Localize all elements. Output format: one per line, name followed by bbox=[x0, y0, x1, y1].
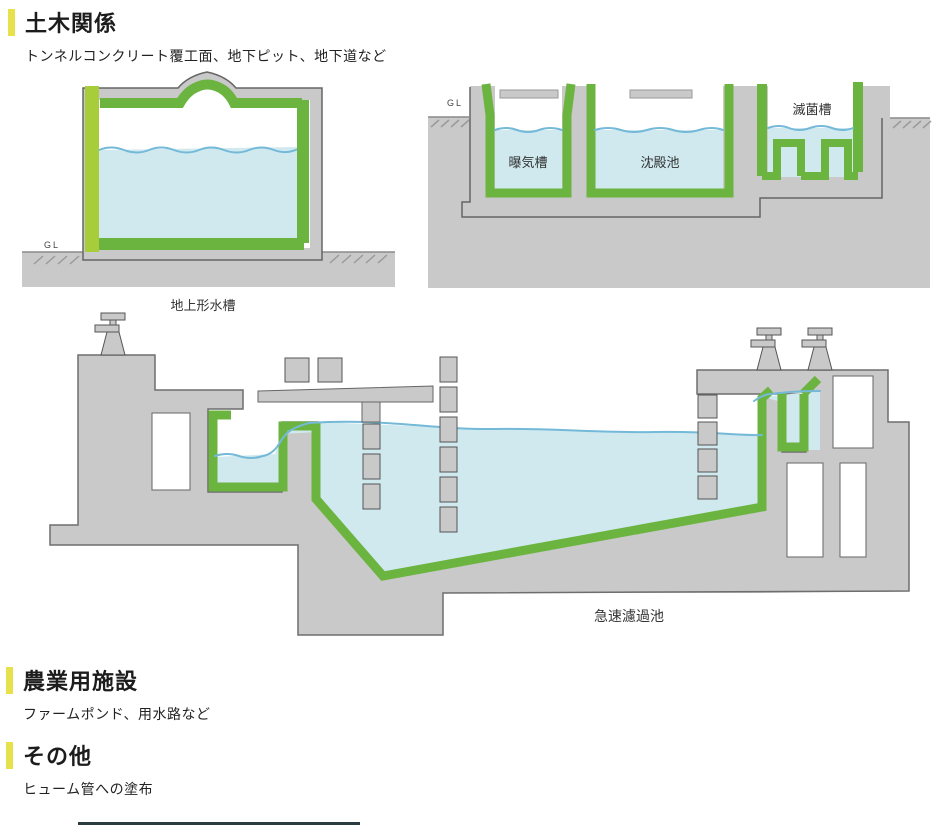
lining-top bbox=[100, 79, 302, 108]
sedimentation-water bbox=[595, 130, 723, 194]
accent-bar bbox=[8, 8, 15, 36]
section-other-title: その他 bbox=[23, 744, 93, 769]
ground-tank-label: 地上形水槽 bbox=[170, 298, 235, 313]
aeration-surface bbox=[494, 127, 563, 133]
sterilization-water bbox=[768, 128, 853, 177]
cover-slab bbox=[629, 89, 693, 99]
pier-column bbox=[697, 394, 718, 500]
basin-lining bbox=[208, 386, 774, 581]
pier-column bbox=[439, 356, 458, 533]
aeration-water bbox=[495, 130, 562, 194]
valve-icon bbox=[750, 327, 782, 371]
ground-hatch-left bbox=[430, 119, 470, 128]
conduit-opening bbox=[839, 462, 867, 558]
pier-column bbox=[362, 423, 381, 510]
basin-water bbox=[318, 422, 762, 577]
accent-bar bbox=[6, 666, 13, 694]
section-other: その他 ヒューム管への塗布 bbox=[6, 739, 153, 799]
cropped-photo-edge bbox=[78, 822, 360, 825]
ground-hatch-right bbox=[329, 254, 388, 264]
tank-water bbox=[99, 147, 300, 242]
ground-tank-diagram: GL 地上形水槽 bbox=[22, 71, 395, 313]
ground-line bbox=[428, 116, 930, 119]
sterilization-air bbox=[768, 84, 853, 128]
aeration-lining bbox=[481, 83, 576, 198]
ground-hatch-right bbox=[892, 120, 932, 129]
gl-label: GL bbox=[44, 240, 60, 250]
sterilization-baffles bbox=[762, 139, 858, 180]
walkway-beam bbox=[257, 385, 434, 403]
sterilization-label: 滅菌槽 bbox=[792, 102, 831, 117]
sedimentation-lining bbox=[586, 84, 734, 198]
section-agriculture-subtitle: ファームポンド、用水路など bbox=[23, 706, 211, 722]
tank-water-surface bbox=[98, 146, 301, 154]
aeration-label: 曝気槽 bbox=[508, 155, 547, 170]
concrete-left bbox=[50, 355, 762, 635]
slab-notch bbox=[832, 375, 874, 449]
sedimentation-surface bbox=[594, 127, 724, 133]
gl-label: GL bbox=[447, 98, 463, 108]
sedimentation-label: 沈殿池 bbox=[640, 155, 679, 170]
valve-icon bbox=[801, 327, 833, 371]
treatment-diagram: GL 曝気槽 沈殿池 滅菌槽 bbox=[428, 82, 932, 288]
conduit-opening bbox=[786, 462, 824, 558]
section-civil: 土木関係 トンネルコンクリート覆工面、地下ピット、地下道など bbox=[8, 6, 387, 66]
section-civil-subtitle: トンネルコンクリート覆工面、地下ピット、地下道など bbox=[25, 48, 387, 64]
equipment-block bbox=[317, 357, 343, 383]
accent-bar bbox=[6, 741, 13, 769]
equipment-block bbox=[284, 357, 310, 383]
cover-slab bbox=[499, 89, 559, 99]
section-other-subtitle: ヒューム管への塗布 bbox=[23, 781, 154, 797]
section-civil-title: 土木関係 bbox=[25, 11, 118, 36]
beam-stem bbox=[361, 401, 381, 423]
valve-icon bbox=[94, 312, 126, 356]
basin-water-surface bbox=[214, 420, 763, 459]
section-agriculture-title: 農業用施設 bbox=[23, 669, 139, 694]
trough-water-surface bbox=[753, 390, 821, 402]
ground-hatch-left bbox=[33, 255, 80, 265]
filtration-label: 急速濾過池 bbox=[594, 608, 664, 624]
section-agriculture: 農業用施設 ファームポンド、用水路など bbox=[6, 664, 211, 724]
foundation-outline bbox=[461, 87, 883, 218]
sterilization-surface bbox=[767, 125, 854, 131]
filtration-diagram: 急速濾過池 bbox=[49, 312, 910, 636]
lining-left-wall bbox=[85, 86, 99, 252]
conduit-opening bbox=[151, 412, 191, 491]
